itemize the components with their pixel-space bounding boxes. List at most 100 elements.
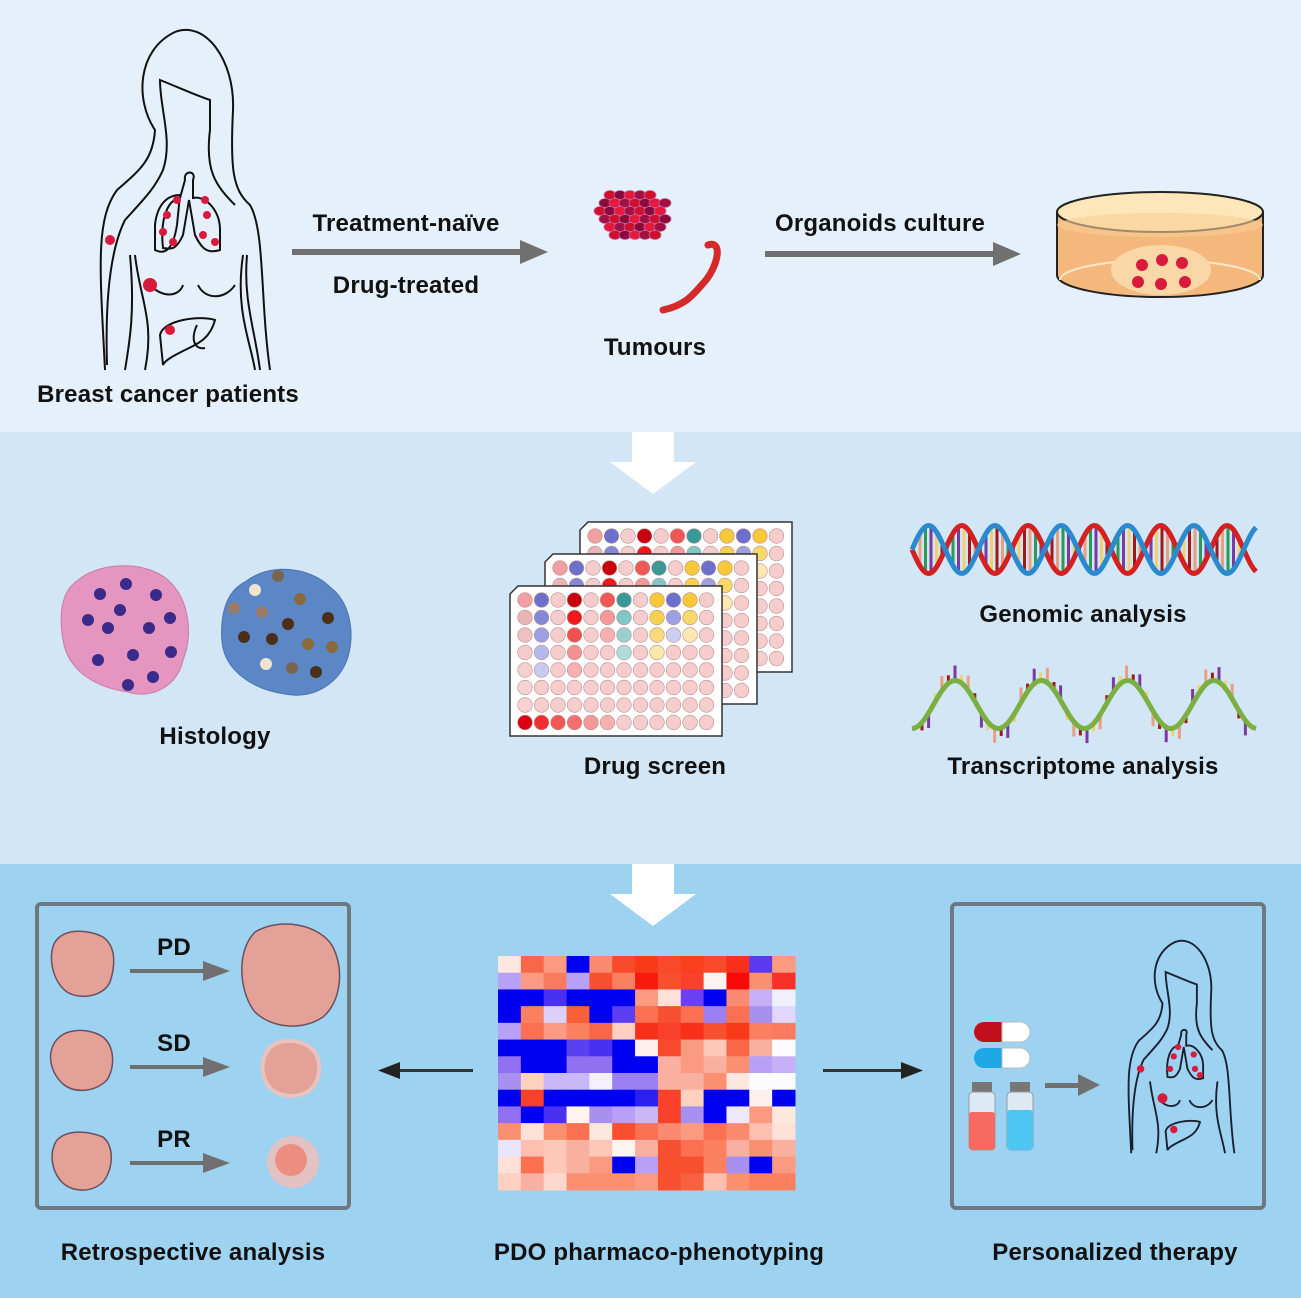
plate-well	[550, 644, 566, 661]
plate-well	[566, 679, 583, 696]
plate-well	[616, 609, 632, 626]
plate-well	[616, 697, 632, 713]
plate-well	[599, 662, 616, 678]
heatmap-cell	[589, 1056, 613, 1074]
heatmap-cell	[772, 1139, 796, 1158]
plate-well	[587, 528, 603, 544]
heatmap-cell	[543, 1089, 568, 1107]
heatmap-cell	[772, 1089, 796, 1107]
plate-well	[669, 528, 686, 544]
plate-well	[698, 679, 715, 696]
arrow-right-icon	[292, 240, 548, 264]
heatmap-cell	[566, 1073, 590, 1091]
heatmap-cell	[772, 1022, 796, 1041]
plate-well	[768, 650, 785, 667]
personalized-therapy-box	[950, 902, 1266, 1210]
heatmap-cell	[589, 1156, 613, 1174]
response-label-sd: SD	[157, 1030, 191, 1057]
heatmap-cell	[680, 1056, 705, 1074]
heatmap-cell	[749, 1173, 773, 1191]
stage3-panel: PD SD PR Retrospective analysis PDO phar…	[0, 864, 1301, 1298]
heatmap-cell	[520, 989, 545, 1007]
heatmap-cell	[498, 1123, 522, 1141]
heatmap-cell	[589, 1089, 613, 1107]
plate-well	[517, 662, 533, 678]
plate-well	[733, 560, 750, 576]
plate-well	[583, 662, 599, 678]
heatmap-cell	[566, 1022, 590, 1041]
heatmap-cell	[635, 1123, 659, 1141]
stage1-panel: Breast cancer patients Treatment-naïve D…	[0, 0, 1301, 432]
heatmap-cell	[543, 1056, 568, 1074]
patient-body-icon	[99, 29, 271, 371]
plate-well	[550, 592, 566, 608]
heatmap-cell	[612, 1089, 636, 1107]
heatmap-cell	[680, 989, 705, 1007]
heatmap-cell	[635, 1089, 659, 1107]
plate-well	[768, 633, 785, 649]
transcriptome-analysis-label: Transcriptome analysis	[947, 753, 1219, 780]
plate-well	[517, 679, 533, 696]
plate-well	[550, 662, 566, 678]
heatmap-cell	[703, 1173, 727, 1191]
plate-well	[566, 644, 583, 661]
down-arrow-icon	[610, 432, 696, 494]
plate-well	[616, 627, 632, 643]
plate-well	[616, 644, 632, 661]
personalized-therapy-label: Personalized therapy	[992, 1239, 1238, 1266]
capsules-icon	[974, 1021, 1031, 1069]
stage2-panel: Histology Drug screen Genomic analysis T…	[0, 432, 1301, 864]
plate-well	[552, 560, 568, 576]
heatmap-cell	[498, 1089, 522, 1107]
patient-body-icon	[1127, 939, 1236, 1154]
tumour-cell	[648, 230, 662, 240]
heatmap-cell	[680, 972, 705, 990]
heatmap-cell	[589, 1139, 613, 1158]
heatmap-cell	[498, 1039, 522, 1057]
heatmap-cell	[726, 972, 750, 990]
heatmap-cell	[612, 1073, 636, 1091]
heatmap-cell	[520, 1139, 545, 1158]
plate-well	[733, 577, 750, 594]
heatmap-cell	[520, 1106, 545, 1124]
heatmap-cell	[749, 1156, 773, 1174]
plate-well	[665, 679, 682, 696]
heatmap-cell	[566, 1173, 590, 1191]
heatmap-cell	[657, 1022, 682, 1041]
heatmap-cell	[589, 972, 613, 990]
plate-well	[599, 627, 616, 643]
heatmap-cell	[703, 1073, 727, 1091]
plate-well	[698, 644, 715, 661]
heatmap-cell	[520, 1123, 545, 1141]
plate-well	[665, 714, 682, 731]
heatmap-cell	[589, 1106, 613, 1124]
heatmap-cell	[749, 989, 773, 1007]
petri-dish-icon	[1056, 191, 1264, 298]
plate-well	[651, 560, 667, 576]
plate-well	[566, 609, 583, 626]
plate-well	[649, 662, 665, 678]
heatmap-cell	[543, 1006, 568, 1024]
histology-label: Histology	[159, 723, 271, 750]
plate-well	[700, 560, 717, 576]
heatmap-cell	[772, 972, 796, 990]
plate-well	[583, 592, 599, 608]
tumour-cell	[643, 190, 657, 200]
heatmap-cell	[520, 956, 545, 974]
heatmap-cell	[589, 1022, 613, 1041]
plate-well	[733, 682, 750, 699]
arrow-right-icon	[1045, 1074, 1100, 1096]
plate-well	[733, 665, 750, 681]
heatmap-cell	[749, 1006, 773, 1024]
plate-well	[665, 662, 682, 678]
heatmap-cell	[635, 1139, 659, 1158]
heatmap-cell	[543, 1106, 568, 1124]
heatmap-cell	[635, 1073, 659, 1091]
heatmap-cell	[749, 1022, 773, 1041]
plate-well	[632, 627, 649, 643]
plate-well	[698, 697, 715, 713]
heatmap-cell	[703, 1039, 727, 1057]
heatmap-cell	[726, 1073, 750, 1091]
heatmap-cell	[703, 1006, 727, 1024]
rna-strand-icon	[911, 665, 1257, 744]
